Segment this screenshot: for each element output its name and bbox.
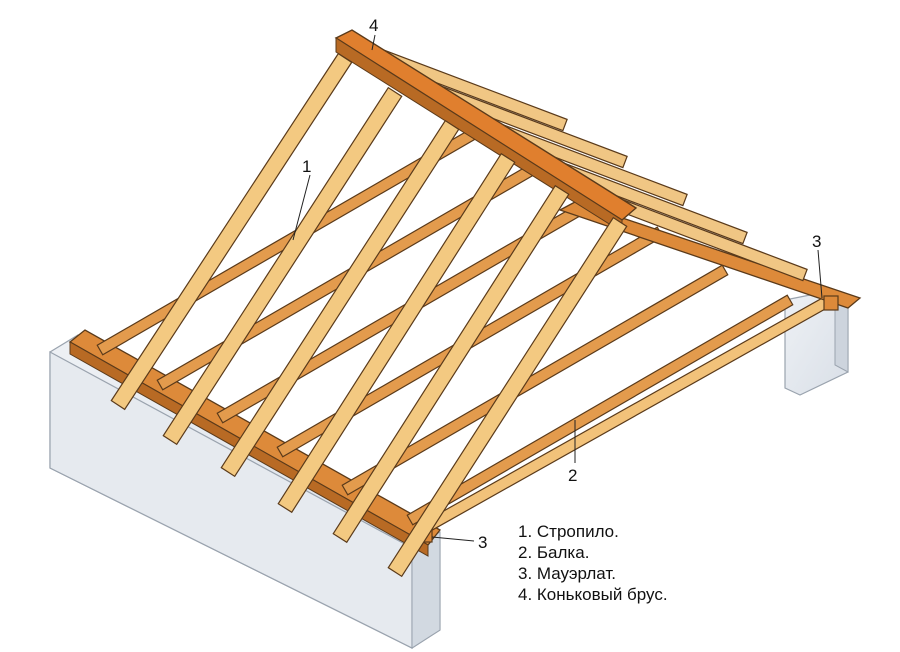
- front-rafter-5: [332, 184, 570, 544]
- leader-rafter: [292, 174, 311, 241]
- ridge-beam: [334, 29, 638, 233]
- front-rafter-3: [220, 119, 460, 478]
- wall-plate-back: [558, 201, 862, 311]
- leader-wall-plate-right: [817, 249, 823, 299]
- wall-plate-end-back: [823, 295, 839, 311]
- front-rafter-4: [277, 152, 516, 514]
- front-rafter-6: [387, 216, 628, 578]
- front-rafters: [110, 52, 628, 578]
- front-wall: [49, 334, 441, 649]
- legend-item-wall-plate: 3. Мауэрлат.: [518, 564, 616, 583]
- legend-item-ridge: 4. Коньковый брус.: [518, 585, 668, 604]
- beam-6: [406, 294, 794, 526]
- legend-item-beam: 2. Балка.: [518, 543, 590, 562]
- front-rafter-2: [162, 86, 403, 446]
- legend: 1. Стропило. 2. Балка. 3. Мауэрлат. 4. К…: [518, 521, 668, 605]
- leader-wall-plate-front: [431, 536, 475, 542]
- callout-beam: 2: [568, 466, 577, 485]
- callout-rafter: 1: [302, 157, 311, 176]
- legend-item-rafter: 1. Стропило.: [518, 522, 619, 541]
- callout-leaders: [292, 34, 823, 542]
- front-rafter-1: [110, 52, 353, 411]
- callout-wall-plate-front: 3: [478, 533, 487, 552]
- callout-wall-plate-right: 3: [812, 232, 821, 251]
- callout-ridge: 4: [369, 16, 378, 35]
- leader-ridge: [371, 34, 376, 51]
- back-rafters: [377, 48, 808, 282]
